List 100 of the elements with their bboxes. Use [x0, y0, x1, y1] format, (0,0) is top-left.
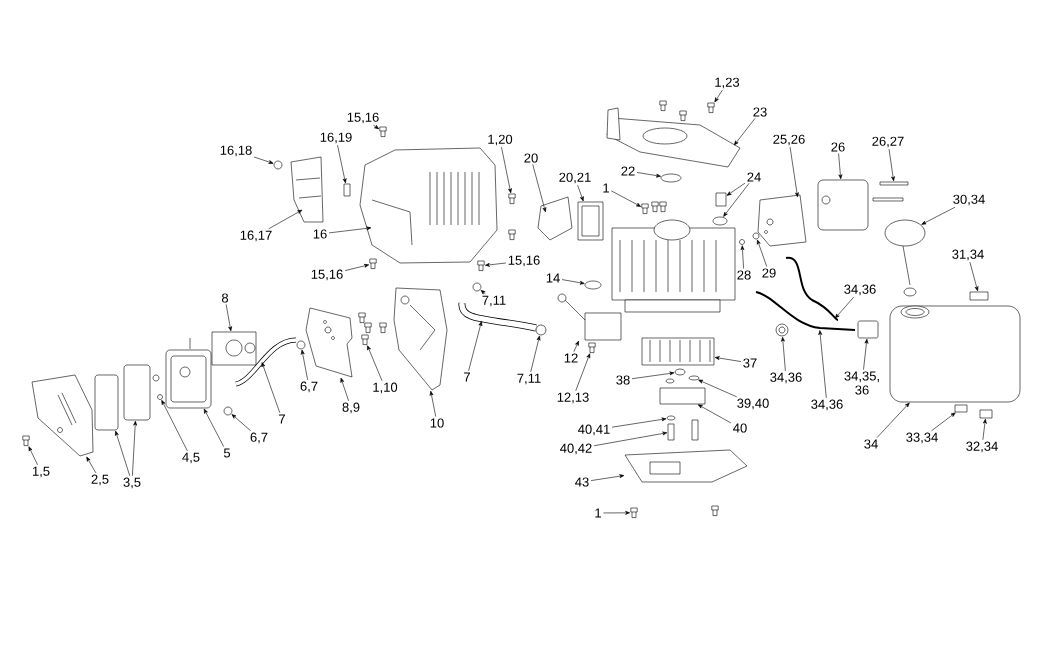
- spark-plug: [715, 192, 727, 207]
- callout-number: 8: [221, 293, 229, 303]
- leader-arrow: [532, 164, 547, 213]
- hose-fitting: [535, 324, 547, 336]
- washer: [688, 375, 700, 381]
- leader-arrow: [367, 345, 383, 382]
- callout-number: 30,34: [953, 194, 985, 206]
- fuel-cap: [884, 219, 926, 247]
- leader-arrow: [781, 336, 786, 372]
- bolt: [369, 258, 377, 269]
- plug-cap: [584, 280, 602, 290]
- callout-number: 40,42: [560, 443, 592, 455]
- callout-number: 6,7: [300, 381, 318, 393]
- leader-arrow: [344, 264, 369, 271]
- bolt: [379, 126, 387, 137]
- callout-number: 7,11: [517, 373, 541, 385]
- leader-arrow: [714, 356, 742, 362]
- bolt: [641, 203, 649, 214]
- gasket-plate: [305, 307, 353, 378]
- hose-fitting: [296, 340, 306, 350]
- callout-number: 1: [603, 183, 609, 193]
- air-filter-base: [165, 349, 212, 409]
- callout-number: 34,36: [770, 372, 802, 384]
- callout-number: 43: [575, 477, 589, 487]
- muffler-plate: [757, 194, 807, 247]
- leader-arrow: [577, 184, 584, 202]
- callout-number: 1: [595, 508, 601, 518]
- leader-arrow: [863, 338, 869, 370]
- leader-arrow: [231, 414, 252, 432]
- leader-arrow: [253, 156, 274, 164]
- callout-number: 12: [564, 353, 578, 363]
- leader-arrow: [429, 390, 437, 417]
- grommet: [954, 404, 968, 413]
- leader-arrow: [834, 296, 854, 319]
- leader-arrow: [611, 417, 667, 428]
- fuel-line: [785, 257, 839, 321]
- callout-number: 1,10: [373, 382, 398, 394]
- callout-number: 34,35, 36: [844, 371, 879, 395]
- leader-arrow: [203, 408, 224, 447]
- leader-arrow: [300, 349, 308, 381]
- leader-arrow: [115, 430, 131, 477]
- callout-number: 22: [621, 166, 635, 176]
- leader-arrow: [723, 183, 750, 217]
- filter-element: [123, 364, 151, 421]
- callout-number: 23: [753, 107, 767, 117]
- callout-number: 15,16: [508, 255, 540, 267]
- callout-number: 7: [279, 414, 285, 424]
- grommet: [273, 160, 283, 170]
- washer: [666, 415, 676, 421]
- ignition-coil: [557, 293, 622, 341]
- bolt: [361, 334, 369, 345]
- clip: [343, 183, 351, 197]
- leader-arrow: [611, 190, 642, 207]
- leader-arrow: [261, 362, 281, 414]
- leader-arrow: [340, 377, 349, 402]
- callout-number: 34,36: [844, 284, 876, 296]
- leader-arrow: [726, 182, 746, 196]
- bolt: [22, 435, 30, 446]
- fan-shroud: [359, 147, 498, 264]
- leader-arrow: [631, 371, 675, 380]
- valve-cover: [537, 196, 573, 241]
- callout-number: 40: [733, 423, 747, 433]
- leader-arrow: [921, 206, 956, 225]
- leader-arrow: [714, 89, 723, 103]
- callout-number: 10: [430, 418, 444, 428]
- recoil-starter: [606, 107, 741, 168]
- bolt: [630, 507, 638, 518]
- leader-arrow: [530, 335, 541, 373]
- callout-number: 7,11: [482, 295, 506, 307]
- leader-arrow: [818, 330, 827, 399]
- leader-arrow: [86, 456, 97, 474]
- muffler: [817, 179, 869, 231]
- callout-number: 1,20: [488, 134, 513, 146]
- fuel-tank: [889, 305, 1021, 403]
- leader-arrow: [480, 289, 486, 295]
- leader-arrow: [740, 245, 745, 269]
- flywheel: [641, 337, 715, 366]
- leader-arrow: [888, 148, 895, 182]
- callout-number: 8,9: [342, 402, 360, 414]
- long-bolt: [879, 181, 909, 186]
- callout-number: 1,5: [32, 466, 50, 478]
- callout-number: 24: [747, 172, 761, 182]
- nut: [157, 394, 163, 400]
- callout-number: 1,23: [715, 77, 740, 89]
- leader-arrow: [161, 399, 188, 452]
- callout-number: 12,13: [557, 392, 589, 404]
- callout-number: 16,19: [320, 132, 352, 144]
- callout-number: 34,36: [811, 399, 843, 411]
- leader-arrow: [838, 153, 843, 180]
- nut: [674, 368, 686, 376]
- callout-number: 29: [762, 268, 776, 278]
- callout-number: 34: [864, 439, 878, 449]
- shoe-pin: [667, 423, 675, 441]
- carburetor: [211, 331, 257, 366]
- callout-number: 25,26: [773, 134, 805, 146]
- leader-arrow: [590, 474, 625, 481]
- leader-arrow: [603, 510, 630, 515]
- fuel-hose: [235, 337, 297, 387]
- callout-number: 28: [737, 270, 751, 280]
- callout-number: 20: [524, 153, 538, 163]
